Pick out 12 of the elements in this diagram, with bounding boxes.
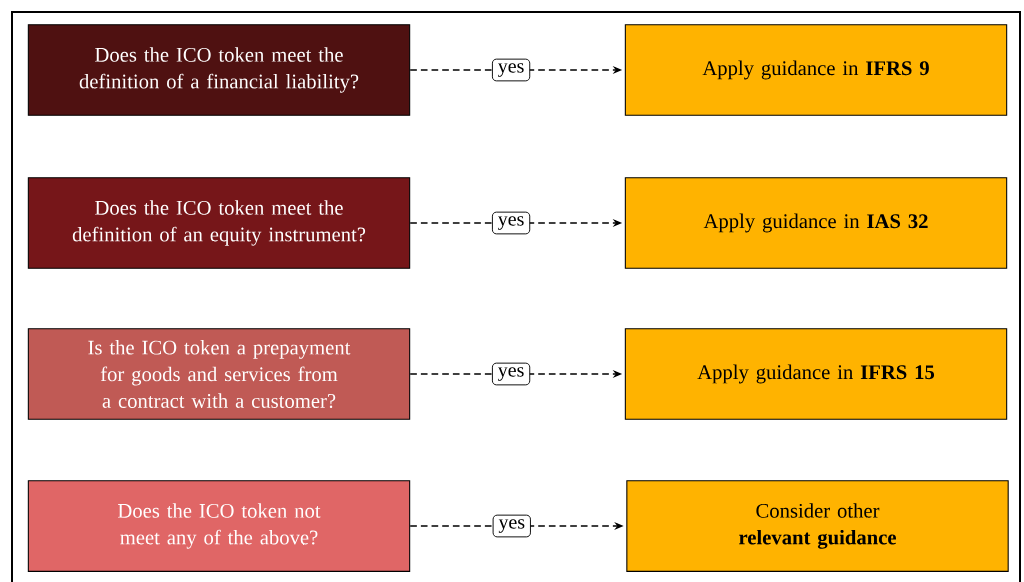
edge-label: yes bbox=[492, 514, 531, 538]
question-box: Does the ICO token meet the definition of an equity instrument? bbox=[27, 177, 411, 269]
answer-box: Apply guidance in IFRS 9 bbox=[624, 24, 1008, 116]
answer-box: Apply guidance in IFRS 15 bbox=[624, 328, 1008, 420]
edge-label: yes bbox=[491, 211, 531, 235]
question-box: Does the ICO token meet the definition of a financial liability? bbox=[27, 24, 411, 116]
answer-box: Apply guidance in IAS 32 bbox=[624, 177, 1008, 269]
edge-label: yes bbox=[491, 58, 531, 82]
answer-box: Consider other relevant guidance bbox=[626, 480, 1009, 572]
question-box: Is the ICO token a prepayment for goods and services from a contract with a customer? bbox=[27, 328, 411, 420]
question-box: Does the ICO token not meet any of the above? bbox=[27, 480, 411, 572]
edge-label: yes bbox=[491, 362, 531, 386]
